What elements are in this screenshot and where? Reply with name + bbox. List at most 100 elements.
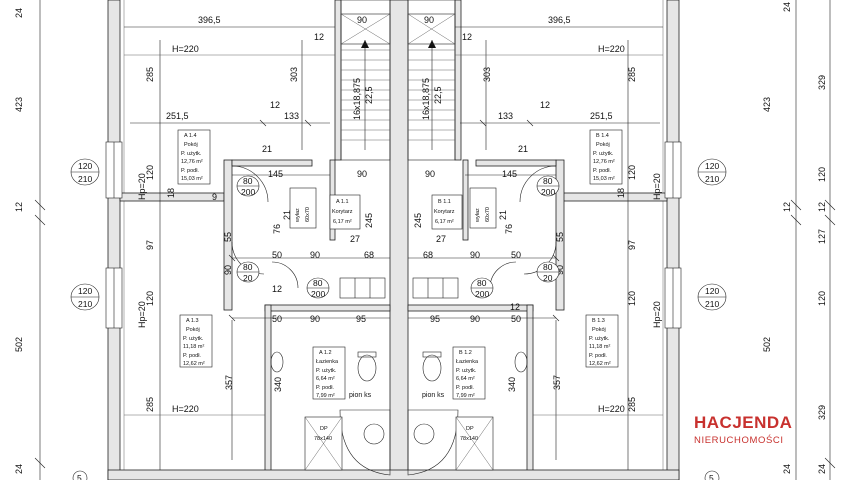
logo: HACJENDA NIERUCHOMOŚCI <box>694 413 792 446</box>
svg-text:210: 210 <box>78 174 92 184</box>
svg-text:200: 200 <box>311 289 325 299</box>
svg-text:6,64 m²: 6,64 m² <box>456 376 475 382</box>
svg-text:60x70: 60x70 <box>485 207 491 222</box>
dimension-lines <box>34 0 836 480</box>
svg-text:A 1.4: A 1.4 <box>184 133 197 139</box>
svg-text:80: 80 <box>243 262 253 272</box>
svg-text:120: 120 <box>705 286 719 296</box>
door-tags: 80 200 80 20 80 200 80 200 80 20 <box>236 175 560 299</box>
dim-90-v-a: 90 <box>223 265 233 275</box>
svg-text:120: 120 <box>78 161 92 171</box>
dim-120-a: 120 <box>145 165 155 180</box>
hp20-a: Hp=20 <box>137 173 147 200</box>
dim-90-a: 90 <box>357 169 367 179</box>
svg-text:Pokój: Pokój <box>184 142 198 148</box>
svg-text:200: 200 <box>241 187 255 197</box>
logo-main-text: HACJENDA <box>694 413 792 432</box>
svg-text:P. podł.: P. podł. <box>181 168 199 174</box>
right-329-top: 329 <box>817 75 827 90</box>
svg-text:20: 20 <box>543 273 553 283</box>
dim-145-a: 145 <box>268 169 283 179</box>
svg-text:20: 20 <box>243 273 253 283</box>
dim-357-b: 357 <box>552 375 562 390</box>
svg-text:P. użytk.: P. użytk. <box>589 336 610 342</box>
svg-text:12,62 m²: 12,62 m² <box>183 361 205 367</box>
dim-50-d: 50 <box>511 314 521 324</box>
svg-text:Pokój: Pokój <box>186 327 200 333</box>
dim-76-b: 76 <box>504 224 514 234</box>
hp20-d: Hp=20 <box>652 301 662 328</box>
right-12-inner: 12 <box>782 202 792 212</box>
dim-12-c: 12 <box>270 100 280 110</box>
dim-303-b: 303 <box>482 67 492 82</box>
left-24-bottom: 24 <box>14 464 24 474</box>
right-120-b: 120 <box>817 291 827 306</box>
dim-18-b: 18 <box>616 188 626 198</box>
dim-285-b: 285 <box>627 67 637 82</box>
room-label-a11: A 1.1 Korytarz 6,17 m² <box>329 194 361 230</box>
left-24-top: 24 <box>14 8 24 18</box>
dim-133-a: 133 <box>284 111 299 121</box>
dim-120-c: 120 <box>145 291 155 306</box>
svg-text:80: 80 <box>477 278 487 288</box>
dim-h220-a: H=220 <box>172 44 199 54</box>
svg-text:Łazienka: Łazienka <box>316 359 339 365</box>
svg-text:P. podł.: P. podł. <box>183 353 201 359</box>
dim-90-c: 90 <box>310 250 320 260</box>
svg-text:wyłaz: wyłaz <box>475 208 481 223</box>
dim-90-d: 90 <box>470 250 480 260</box>
svg-text:12,76 m²: 12,76 m² <box>593 159 615 165</box>
dim-340-b: 340 <box>507 377 517 392</box>
right-24-bottom: 24 <box>782 464 792 474</box>
svg-text:Łazienka: Łazienka <box>456 359 479 365</box>
dim-133-b: 133 <box>498 111 513 121</box>
svg-text:12,76 m²: 12,76 m² <box>181 159 203 165</box>
hatch-a: wyłaz 60x70 <box>289 187 317 229</box>
window-tag-right-top: 120 210 <box>697 158 727 186</box>
windows <box>105 141 682 329</box>
svg-text:Pokój: Pokój <box>592 327 606 333</box>
dim-303-a: 303 <box>289 67 299 82</box>
hp20-c: Hp=20 <box>137 301 147 328</box>
svg-text:B 1.4: B 1.4 <box>596 133 609 139</box>
room-label-a13: A 1.3 Pokój P. użytk. 11,18 m² P. podł. … <box>179 314 213 368</box>
right-329-bottom: 329 <box>817 405 827 420</box>
door-tag-a-mid: 80 20 <box>236 261 260 283</box>
dim-55-a: 55 <box>223 232 233 242</box>
svg-text:Korytarz: Korytarz <box>434 209 455 215</box>
dim-90-v-b: 90 <box>555 265 565 275</box>
room-label-a12: A 1.2 Łazienka P. użytk. 6,64 m² P. podł… <box>312 346 346 400</box>
dim-245-a: 245 <box>364 213 374 228</box>
dim-285-d: 285 <box>627 397 637 412</box>
svg-text:A 1.1: A 1.1 <box>336 199 349 205</box>
svg-text:P. podł.: P. podł. <box>456 385 474 391</box>
dim-2515-a: 251,5 <box>166 111 189 121</box>
svg-text:7,99 m²: 7,99 m² <box>456 393 475 399</box>
hatch-b: wyłaz 60x70 <box>469 187 497 229</box>
svg-text:210: 210 <box>705 299 719 309</box>
svg-text:P. użytk.: P. użytk. <box>181 151 202 157</box>
svg-text:60x70: 60x70 <box>305 207 311 222</box>
svg-text:80: 80 <box>243 176 253 186</box>
dim-12-b: 12 <box>462 32 472 42</box>
fixture-labels: pion ks pion ks DP 78x140 DP 78x140 <box>314 392 478 442</box>
dim-h220-c: H=220 <box>172 404 199 414</box>
dim-h220-d: H=220 <box>598 404 625 414</box>
left-12: 12 <box>14 202 24 212</box>
svg-text:15,03 m²: 15,03 m² <box>181 176 203 182</box>
svg-text:B 1.1: B 1.1 <box>438 199 451 205</box>
room-label-b12: B 1.2 Łazienka P. użytk. 6,64 m² P. podł… <box>452 346 486 400</box>
window-tag-right-bottom: 120 210 <box>697 283 727 311</box>
dimension-labels: 396,5 396,5 90 90 H=220 H=220 H=220 H=22… <box>166 15 625 414</box>
shower-a-dp: DP <box>320 426 328 432</box>
right-502: 502 <box>762 337 772 352</box>
shower-b-dp: DP <box>466 426 474 432</box>
dim-90-e: 90 <box>310 314 320 324</box>
svg-text:A 1.3: A 1.3 <box>186 318 199 324</box>
svg-text:80: 80 <box>543 176 553 186</box>
dim-50-a: 50 <box>272 250 282 260</box>
stair-spec-a: 16x18,875 <box>352 78 362 120</box>
dim-90-b: 90 <box>425 169 435 179</box>
dim-90-f: 90 <box>470 314 480 324</box>
room-labels-b: B 1.4 Pokój P. użytk. 12,76 m² P. podł. … <box>431 129 623 400</box>
